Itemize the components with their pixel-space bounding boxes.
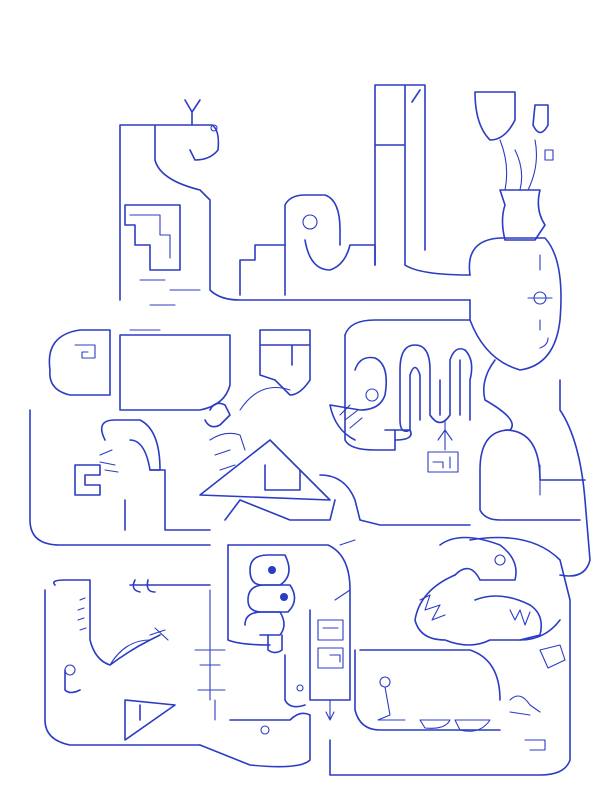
vase-and-head [468, 91, 562, 371]
faces-column [227, 539, 356, 721]
lower-right-face [354, 536, 566, 751]
right-channels [329, 359, 591, 776]
top-center-buildings [239, 84, 471, 296]
top-left-tower [119, 99, 471, 331]
triangle-figure [199, 402, 471, 526]
bottom-left-structure [44, 579, 311, 768]
coil-structure [329, 319, 473, 473]
left-middle-shapes [29, 329, 311, 546]
